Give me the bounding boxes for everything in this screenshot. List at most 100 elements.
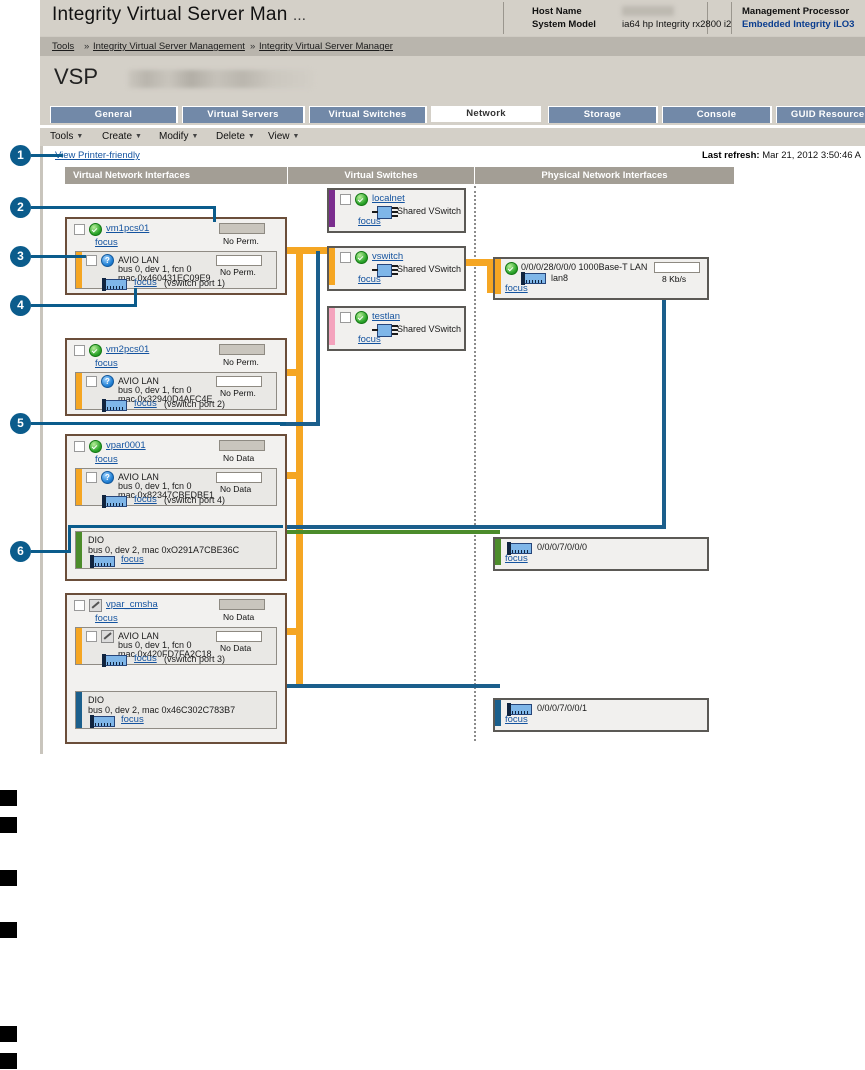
- dio-type: DIO: [88, 695, 105, 705]
- vm-select-checkbox[interactable]: [74, 441, 85, 452]
- chevron-down-icon: ▼: [191, 132, 199, 140]
- vnic-focus-link[interactable]: focus: [134, 653, 157, 664]
- switch-icon: [372, 206, 398, 219]
- vswitch-name-link[interactable]: localnet: [372, 193, 405, 204]
- vm-select-checkbox[interactable]: [74, 600, 85, 611]
- dio-focus-link[interactable]: focus: [121, 714, 144, 725]
- pencil-icon: [101, 630, 114, 643]
- tab-virtual-servers[interactable]: Virtual Servers: [182, 106, 303, 123]
- callout-2-leader-v: [213, 206, 216, 222]
- tab-guid-resources[interactable]: GUID Resources: [776, 106, 865, 123]
- tab-underline: [40, 125, 865, 128]
- pni-status-bar: [654, 262, 700, 273]
- vnic-select-checkbox[interactable]: [86, 631, 97, 642]
- pni-focus-link[interactable]: focus: [505, 283, 528, 294]
- tab-storage[interactable]: Storage: [548, 106, 656, 123]
- vnic-type: AVIO LAN: [118, 376, 159, 386]
- vm-name-link[interactable]: vpar_cmsha: [106, 599, 158, 610]
- callout-3: 3: [10, 246, 31, 267]
- virtual-server-card[interactable]: vpar0001 focus No Data ? AVIO LAN bus 0,…: [65, 434, 287, 581]
- breadcrumb-item-tools[interactable]: Tools: [52, 41, 75, 52]
- vswitch-select-checkbox[interactable]: [340, 194, 351, 205]
- physical-interface-card[interactable]: 0/0/0/7/0/0/1 focus: [493, 698, 709, 732]
- tab-virtual-switches[interactable]: Virtual Switches: [309, 106, 425, 123]
- switch-icon: [372, 264, 398, 277]
- header-divider-2: [707, 2, 708, 34]
- tab-network[interactable]: Network: [431, 106, 541, 122]
- breadcrumb-item-ivsmanager[interactable]: Integrity Virtual Server Manager: [259, 41, 393, 52]
- vsp-band: VSP: [40, 56, 865, 100]
- network-card-icon: [90, 555, 115, 568]
- vm-focus-link[interactable]: focus: [95, 454, 118, 465]
- vm-status-bar: [219, 440, 265, 451]
- vm-focus-link[interactable]: focus: [95, 613, 118, 624]
- wire-vswitch-to-vm1: [283, 247, 303, 254]
- virtual-switch-card[interactable]: testlan Shared VSwitch focus: [327, 306, 466, 351]
- vswitch-name-link[interactable]: testlan: [372, 311, 400, 322]
- vswitch-focus-link[interactable]: focus: [358, 216, 381, 227]
- virtual-server-card[interactable]: vm1pcs01 focus No Perm. ? AVIO LAN bus 0…: [65, 217, 287, 295]
- vnic-status-text: No Perm.: [220, 388, 256, 398]
- virtual-switch-card[interactable]: localnet Shared VSwitch focus: [327, 188, 466, 233]
- vswitch-focus-link[interactable]: focus: [358, 334, 381, 345]
- tab-general[interactable]: General: [50, 106, 176, 123]
- vnic-select-checkbox[interactable]: [86, 376, 97, 387]
- tab-console[interactable]: Console: [662, 106, 770, 123]
- blue-question-icon: ?: [101, 471, 114, 484]
- menu-view[interactable]: View▼: [268, 131, 299, 142]
- view-printer-friendly-link[interactable]: View Printer-friendly: [55, 150, 140, 161]
- vm-focus-link[interactable]: focus: [95, 237, 118, 248]
- vswitch-select-checkbox[interactable]: [340, 312, 351, 323]
- vm-select-checkbox[interactable]: [74, 224, 85, 235]
- vnic-focus-link[interactable]: focus: [134, 398, 157, 409]
- vnic-select-checkbox[interactable]: [86, 255, 97, 266]
- vnic-panel[interactable]: AVIO LAN bus 0, dev 1, fcn 0 mac 0x420FD…: [75, 627, 277, 667]
- menu-modify[interactable]: Modify▼: [159, 131, 198, 142]
- chevron-down-icon: ▼: [135, 132, 142, 140]
- vswitch-name-link[interactable]: vswitch: [372, 251, 404, 262]
- vnic-panel[interactable]: ? AVIO LAN bus 0, dev 1, fcn 0 mac 0x329…: [75, 372, 277, 412]
- dio-focus-link[interactable]: focus: [121, 554, 144, 565]
- dio-panel[interactable]: DIO bus 0, dev 2, mac 0x46C302C783B7 foc…: [75, 691, 277, 729]
- vnic-port: (vswitch port 2): [164, 399, 226, 409]
- vm-name-link[interactable]: vpar0001: [106, 440, 146, 451]
- vnic-accent-bar: [76, 252, 82, 288]
- vnic-panel[interactable]: ? AVIO LAN bus 0, dev 1, fcn 0 mac 0x823…: [75, 468, 277, 508]
- vnic-focus-link[interactable]: focus: [134, 277, 157, 288]
- vm-name-link[interactable]: vm2pcs01: [106, 344, 150, 355]
- virtual-server-card[interactable]: vm2pcs01 focus No Perm. ? AVIO LAN bus 0…: [65, 338, 287, 416]
- pni-focus-link[interactable]: focus: [505, 553, 528, 564]
- vnic-select-checkbox[interactable]: [86, 472, 97, 483]
- mgmt-processor-value[interactable]: Embedded Integrity iLO3: [742, 19, 855, 30]
- vnic-accent-bar: [76, 373, 82, 409]
- breadcrumb-item-ivsmgmt[interactable]: Integrity Virtual Server Management: [93, 41, 245, 52]
- network-card-icon: [102, 278, 127, 291]
- vswitch-accent-bar: [329, 308, 335, 345]
- physical-interface-card[interactable]: 0/0/0/28/0/0/0 1000Base-T LAN lan8 focus…: [493, 257, 709, 300]
- pni-focus-link[interactable]: focus: [505, 714, 528, 725]
- menu-tools[interactable]: Tools▼: [50, 131, 83, 142]
- vm-select-checkbox[interactable]: [74, 345, 85, 356]
- menu-create[interactable]: Create▼: [102, 131, 142, 142]
- pni-path: 0/0/0/7/0/0/0: [537, 542, 588, 552]
- column-header-vni-label: Virtual Network Interfaces: [73, 170, 191, 181]
- last-refresh-label: Last refresh:: [702, 150, 760, 161]
- vswitch-select-checkbox[interactable]: [340, 252, 351, 263]
- virtual-switch-card[interactable]: vswitch Shared VSwitch focus: [327, 246, 466, 291]
- wire-lan8-accent-feed: [487, 259, 494, 293]
- column-header-vsw-label: Virtual Switches: [344, 170, 418, 181]
- vnic-mac: mac 0x420FD7FA2C18: [118, 649, 212, 659]
- vm-name-link[interactable]: vm1pcs01: [106, 223, 150, 234]
- virtual-server-card[interactable]: vpar_cmsha focus No Data AVIO LAN bus 0,…: [65, 593, 287, 744]
- wire-blue-callout6-horizontal: [281, 525, 666, 529]
- green-check-icon: [89, 344, 102, 357]
- vswitch-focus-link[interactable]: focus: [358, 274, 381, 285]
- menu-delete[interactable]: Delete▼: [216, 131, 255, 142]
- vm-focus-link[interactable]: focus: [95, 358, 118, 369]
- callout-2: 2: [10, 197, 31, 218]
- vnic-panel[interactable]: ? AVIO LAN bus 0, dev 1, fcn 0 mac 0x460…: [75, 251, 277, 291]
- vnic-focus-link[interactable]: focus: [134, 494, 157, 505]
- physical-interface-card[interactable]: 0/0/0/7/0/0/0 focus: [493, 537, 709, 571]
- dio-panel[interactable]: DIO bus 0, dev 2, mac 0xO291A7CBE36C foc…: [75, 531, 277, 569]
- wire-vswitch-left-stub: [296, 247, 344, 254]
